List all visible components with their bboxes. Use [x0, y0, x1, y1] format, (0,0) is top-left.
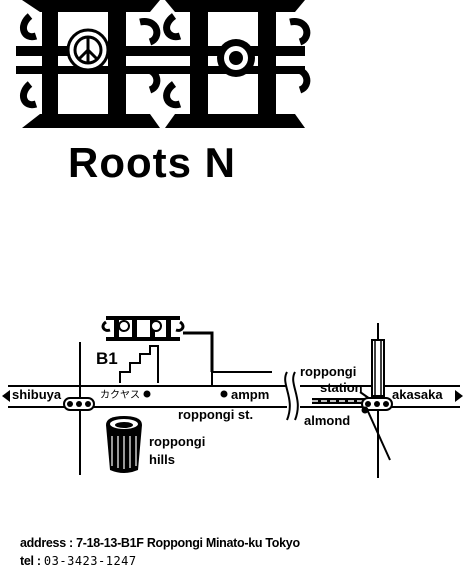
- crossing-marker-right: [361, 397, 393, 411]
- logo-emblem: [16, 0, 311, 128]
- label-roppongi-hills-line2: hills: [149, 452, 175, 467]
- kakuyasu-dot: [143, 390, 151, 398]
- almond-dot: [361, 406, 369, 414]
- crossing-marker-left: [63, 397, 95, 411]
- label-roppongi-hills-line1: roppongi: [149, 434, 205, 449]
- tel-label: tel :: [20, 554, 41, 568]
- arrow-right-icon: [455, 390, 463, 402]
- roots-n-map-logo: [101, 316, 185, 341]
- address-value: 7-18-13-B1F Roppongi Minato-ku Tokyo: [76, 536, 300, 550]
- logo-wordmark: Roots N: [68, 139, 236, 186]
- tel-value[interactable]: 03-3423-1247: [43, 554, 137, 568]
- label-ampm: ampm: [231, 387, 269, 402]
- label-almond: almond: [304, 413, 350, 428]
- address-line: address : 7-18-13-B1F Roppongi Minato-ku…: [20, 536, 300, 550]
- roppongi-hills-tower-icon: [106, 416, 142, 473]
- arrow-left-icon: [2, 390, 10, 402]
- label-shibuya: shibuya: [12, 387, 62, 402]
- label-kakuyasu: カクヤス: [100, 389, 140, 401]
- address-label: address :: [20, 536, 73, 550]
- b1-label: B1: [96, 349, 118, 368]
- label-roppongi-st: roppongi st.: [178, 407, 253, 422]
- label-akasaka: akasaka: [392, 387, 443, 402]
- label-roppongi-station-line2: station: [320, 380, 363, 395]
- expressway: [312, 339, 385, 404]
- ampm-dot: [220, 390, 228, 398]
- tel-line: tel : 03-3423-1247: [20, 554, 137, 568]
- label-roppongi-station-line1: roppongi: [300, 364, 356, 379]
- b1-staircase: [119, 345, 159, 383]
